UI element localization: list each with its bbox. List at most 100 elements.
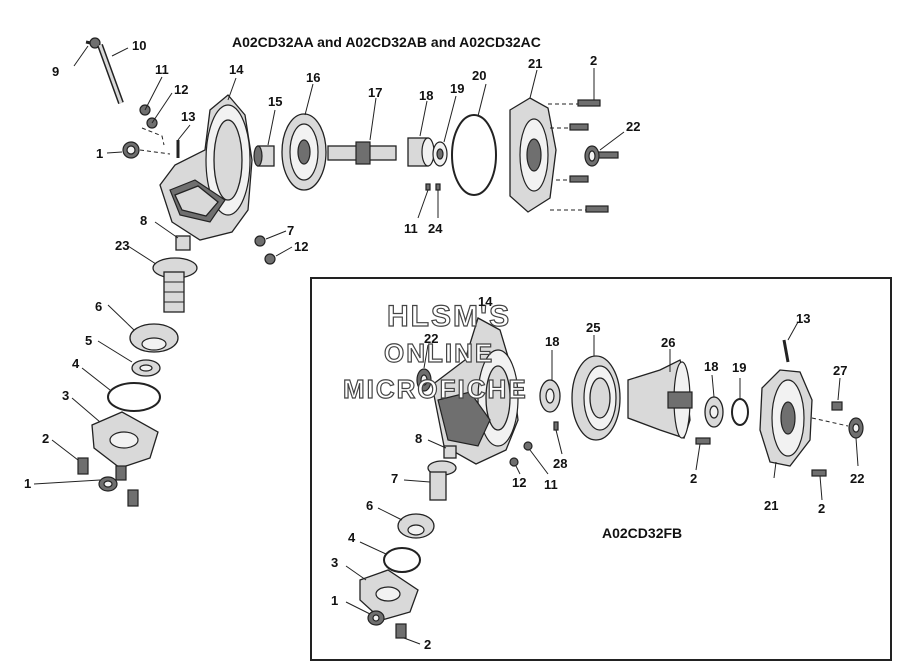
inset-callout-3: 3 <box>331 555 338 570</box>
inset-bolt-part-mid <box>695 437 711 471</box>
inset-callout-1: 1 <box>331 593 338 608</box>
inset-pin-part <box>553 421 563 455</box>
callout-2-top: 2 <box>590 53 597 68</box>
inset-seal-part <box>416 344 432 392</box>
watermark: HLSM'S ONLINE MICROFICHE <box>342 299 528 404</box>
callouts-inset: 14 22 25 18 26 18 19 13 27 8 7 6 4 3 1 2… <box>331 294 864 652</box>
callout-21: 21 <box>528 56 542 71</box>
inset-callout-22: 22 <box>424 331 438 346</box>
svg-text:MICROFICHE: MICROFICHE <box>343 374 528 404</box>
inset-callout-2-mid: 2 <box>690 471 697 486</box>
cover-part <box>509 69 557 213</box>
callout-5: 5 <box>85 333 92 348</box>
callout-6: 6 <box>95 299 102 314</box>
inset-callout-19: 19 <box>732 360 746 375</box>
inset-callout-2-right: 2 <box>818 501 825 516</box>
inset-seal-bolt-parts <box>345 601 421 645</box>
shaft-part <box>327 97 397 165</box>
callout-20: 20 <box>472 68 486 83</box>
key-parts <box>417 183 441 219</box>
inset-callout-18: 18 <box>545 334 559 349</box>
bushing-part <box>253 109 276 167</box>
flange-part <box>71 397 159 469</box>
lever-part <box>73 37 129 105</box>
o-ring-part-lower <box>81 367 161 412</box>
housing-part <box>159 77 253 241</box>
bolt-parts-top-right <box>548 68 619 213</box>
inset-callout-25: 25 <box>586 320 600 335</box>
callout-2-left: 2 <box>42 431 49 446</box>
callout-1-top: 1 <box>96 146 103 161</box>
inset-callout-11: 11 <box>544 477 558 492</box>
callout-8: 8 <box>140 213 147 228</box>
inset-nut-parts <box>509 441 549 475</box>
inset-callout-7: 7 <box>391 471 398 486</box>
callout-15: 15 <box>268 94 282 109</box>
callout-11-mid: 12 <box>294 239 308 254</box>
callout-19: 19 <box>450 81 464 96</box>
callout-10: 10 <box>132 38 146 53</box>
callout-14: 14 <box>229 62 244 77</box>
inset-ring-gear-part <box>571 335 621 441</box>
inset-callout-4: 4 <box>348 530 356 545</box>
inset-callout-6: 6 <box>366 498 373 513</box>
inset-bearing-part <box>539 350 561 413</box>
callout-1-left: 1 <box>24 476 31 491</box>
nut-parts-mid <box>254 230 293 265</box>
inset-housing-part <box>431 317 519 465</box>
diagram-title-top: A02CD32AA and A02CD32AB and A02CD32AC <box>232 34 541 50</box>
inset-fastener-seal-parts <box>811 377 864 467</box>
inset-differential-part <box>627 349 693 439</box>
inset-frame <box>310 277 892 661</box>
inset-bolt-part-right <box>811 469 827 501</box>
pinion-part <box>127 245 198 313</box>
callout-13: 13 <box>181 109 195 124</box>
callout-9: 9 <box>52 64 59 79</box>
callout-12: 12 <box>174 82 188 97</box>
callout-22: 22 <box>626 119 640 134</box>
pin-part <box>176 124 191 158</box>
inset-cover-part <box>759 369 813 479</box>
callout-16: 16 <box>306 70 320 85</box>
inset-flange-part <box>345 565 419 621</box>
o-ring-part <box>451 83 497 196</box>
inset-callout-22b: 22 <box>850 471 864 486</box>
inset-callout-2-bottom: 2 <box>424 637 431 652</box>
inset-callout-26: 26 <box>661 335 675 350</box>
callout-12-mid: 7 <box>287 223 294 238</box>
svg-text:ONLINE: ONLINE <box>384 338 494 368</box>
fastener-parts-lower-left <box>33 439 139 507</box>
callout-3: 3 <box>62 388 69 403</box>
inset-callout-28: 28 <box>553 456 567 471</box>
callout-18: 18 <box>419 88 433 103</box>
inset-plug-pinion-parts <box>403 439 457 501</box>
inset-title: A02CD32FB <box>602 525 682 541</box>
inset-o-ring-part <box>359 541 421 573</box>
callouts-top: 9 10 11 12 13 14 15 16 17 18 19 20 21 2 … <box>24 38 640 491</box>
seal-part <box>106 141 171 159</box>
inset-callout-27: 27 <box>833 363 847 378</box>
nut-part <box>97 340 161 377</box>
gear-part <box>281 83 327 191</box>
bearing-part-lower <box>107 304 179 353</box>
inset-bearing-part-lower <box>377 507 435 539</box>
inset-callout-18b: 18 <box>704 359 718 374</box>
inset-callout-14: 14 <box>478 294 493 309</box>
callout-7: 23 <box>115 238 129 253</box>
svg-text:HLSM'S: HLSM'S <box>387 300 511 333</box>
fastener-parts-top <box>139 76 173 146</box>
callout-11: 11 <box>155 62 169 77</box>
inset-callout-12: 12 <box>512 475 526 490</box>
plug-part <box>154 221 191 251</box>
callout-23: 24 <box>428 221 443 236</box>
inset-bearing-washer-parts <box>704 374 749 428</box>
inset-callout-8: 8 <box>415 431 422 446</box>
inset-callout-13: 13 <box>796 311 810 326</box>
seal-part-right <box>584 131 625 167</box>
callout-24: 11 <box>404 221 418 236</box>
callout-17: 17 <box>368 85 382 100</box>
inset-pin-part-13 <box>782 321 799 363</box>
callout-4: 4 <box>72 356 80 371</box>
inset-callout-21: 21 <box>764 498 778 513</box>
